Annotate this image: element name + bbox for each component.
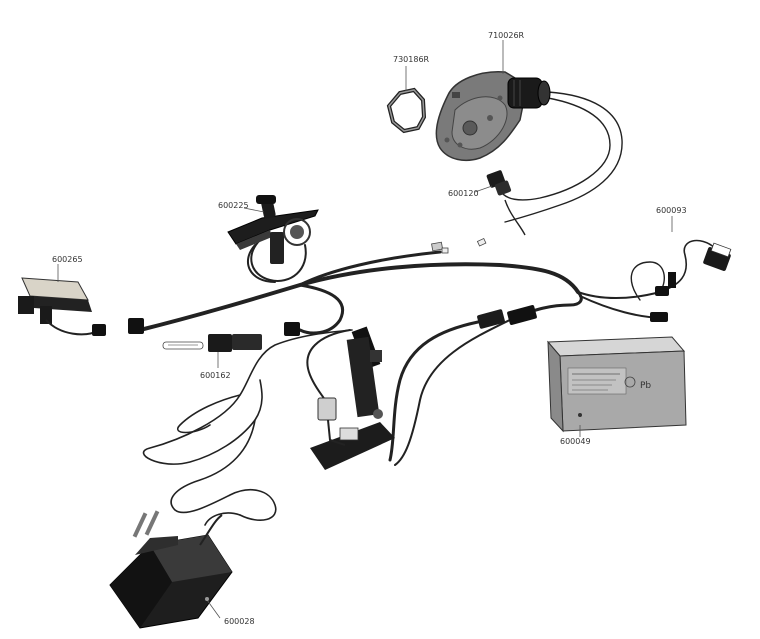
wiring-harness [138,91,716,526]
gear-ring[interactable]: 730186R [386,55,430,134]
direction-switch-bracket[interactable] [310,326,395,470]
gear-ring-code: 730186R [393,55,430,64]
charger[interactable]: 600028 [109,510,255,629]
motor-connector-code: 600120 [448,189,479,198]
spade-terminals [431,237,487,254]
charger-leader [206,599,221,619]
fuse-clip-code: 600093 [656,206,687,215]
battery-brand-mark: Pb [640,381,651,391]
recycle-icon [624,376,636,388]
harness-connectors [128,305,537,336]
gearbox-motor[interactable]: 710026R [435,31,551,161]
fuse-holder[interactable]: 600162 [162,334,262,380]
shift-lever-code: 600225 [218,201,249,210]
motor-connector[interactable]: 600120 [448,170,526,236]
pedal-switch[interactable]: 600265 [18,255,106,336]
battery[interactable]: Pb 600049 [546,336,687,446]
shift-lever[interactable]: 600225 [218,195,319,264]
fuse-clip[interactable]: 600093 [650,206,732,322]
pedal-switch-code: 600265 [52,255,83,264]
battery-code: 600049 [560,437,591,446]
fuse-holder-code: 600162 [200,371,231,380]
charger-code: 600028 [224,617,255,626]
motor-connector-leader [474,185,493,193]
shift-lever-leader [243,207,265,213]
gearbox-motor-code: 710026R [488,31,525,40]
